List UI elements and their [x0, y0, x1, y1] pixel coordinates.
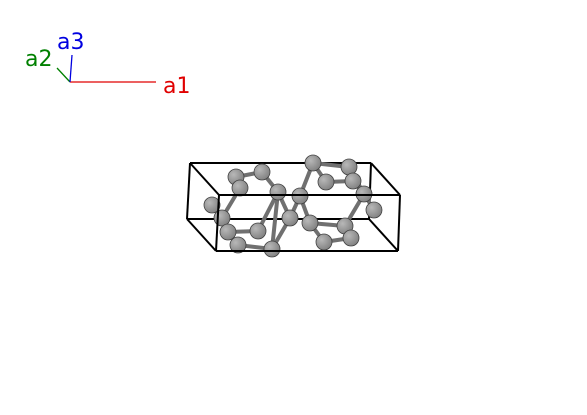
- a3-axis-line: [69, 54, 73, 83]
- atom: [304, 154, 322, 172]
- axis-indicator: a1 a2 a3: [25, 30, 190, 99]
- atoms: [203, 154, 383, 258]
- atom: [317, 173, 335, 191]
- a1-axis-label: a1: [163, 74, 190, 99]
- cell-edge: [189, 162, 220, 196]
- atom: [301, 214, 319, 232]
- atom: [229, 236, 247, 254]
- atom: [365, 201, 383, 219]
- cell-edge: [397, 194, 401, 252]
- atom: [249, 222, 267, 240]
- atom: [342, 229, 360, 247]
- atom: [281, 209, 299, 227]
- atom: [315, 233, 333, 251]
- atom: [231, 179, 249, 197]
- atom: [213, 209, 231, 227]
- a2-axis-label: a2: [25, 47, 52, 72]
- atom: [269, 183, 287, 201]
- cell-edge: [368, 218, 399, 252]
- atom: [203, 196, 221, 214]
- bond: [270, 190, 280, 251]
- a3-axis-label: a3: [57, 30, 84, 55]
- atom: [344, 172, 362, 190]
- atom: [219, 223, 237, 241]
- cell-edge: [186, 218, 217, 252]
- atom: [263, 240, 281, 258]
- unit-cell-front: [186, 194, 401, 252]
- cell-edge: [215, 194, 220, 252]
- cell-edge: [370, 162, 401, 196]
- cell-edge: [186, 162, 191, 220]
- atom: [253, 163, 271, 181]
- atom: [340, 158, 358, 176]
- a2-axis-line: [56, 67, 71, 83]
